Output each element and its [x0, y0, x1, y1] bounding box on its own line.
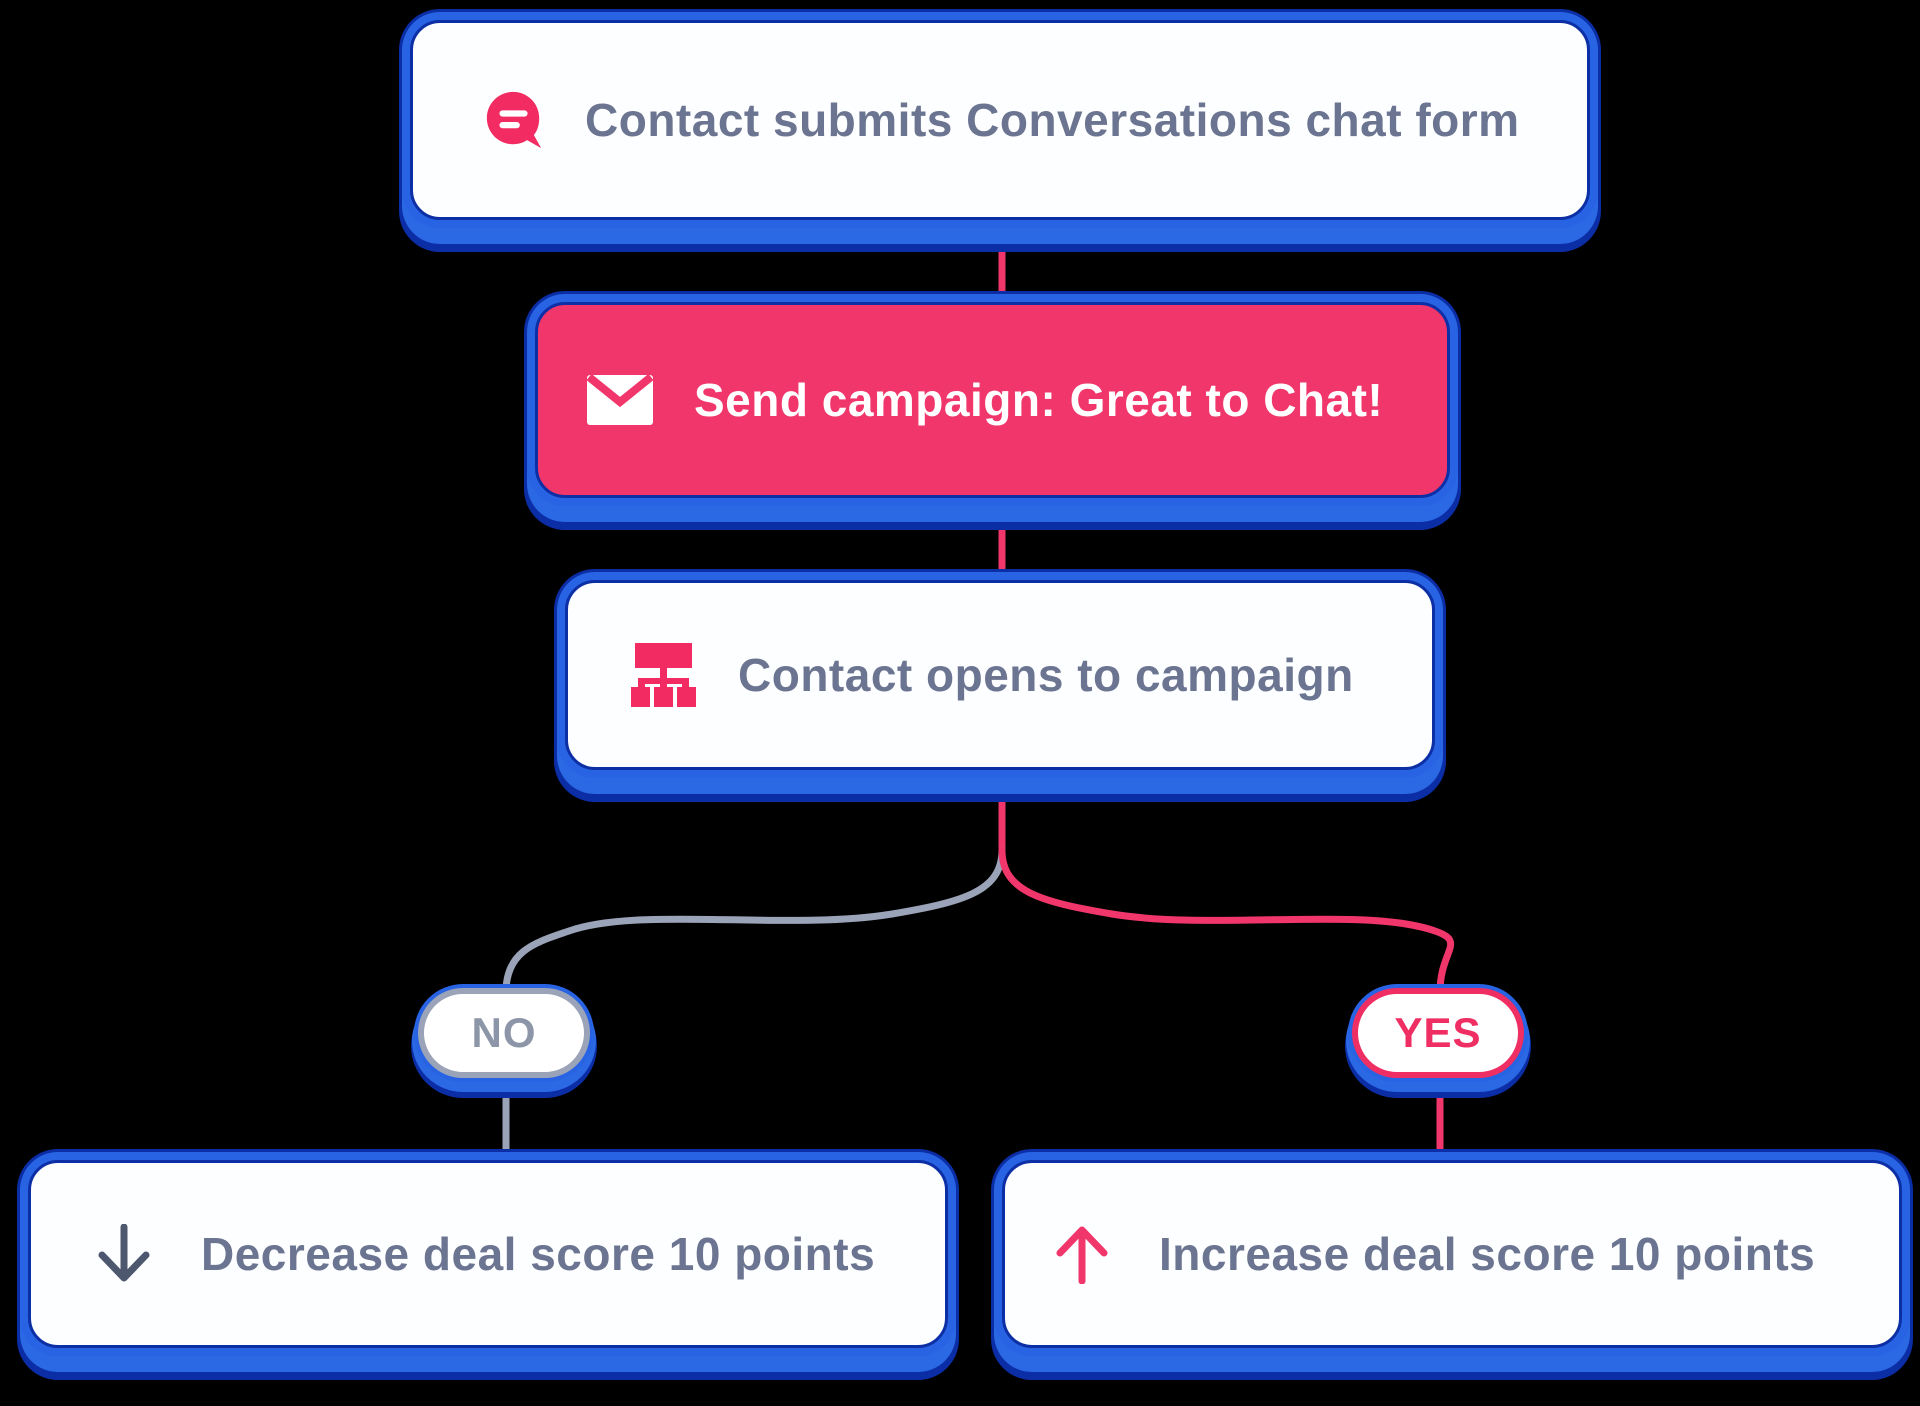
branch-curve-yes [998, 846, 1455, 996]
trigger-label: Contact submits Conversations chat form [585, 94, 1520, 146]
branch-yes-pill[interactable]: YES [1352, 988, 1524, 1078]
branch-curve-no [502, 846, 1006, 996]
branch-no-label: NO [471, 1009, 537, 1056]
condition-label: Contact opens to campaign [738, 649, 1354, 701]
decrease-score-node[interactable]: Decrease deal score 10 points [28, 1160, 948, 1348]
send-campaign-label: Send campaign: Great to Chat! [694, 374, 1384, 426]
trigger-node-chat-form[interactable]: Contact submits Conversations chat form [410, 20, 1590, 220]
branch-yes-label: YES [1394, 1009, 1482, 1056]
envelope-icon [586, 374, 654, 426]
decrease-score-label: Decrease deal score 10 points [201, 1228, 876, 1280]
arrow-down-icon [97, 1224, 151, 1284]
arrow-up-icon [1055, 1224, 1109, 1284]
condition-node-opens-campaign[interactable]: Contact opens to campaign [565, 580, 1435, 770]
increase-score-label: Increase deal score 10 points [1159, 1228, 1816, 1280]
sitemap-icon [628, 643, 698, 707]
chat-bubble-icon [483, 89, 545, 151]
branch-no-pill[interactable]: NO [418, 988, 590, 1078]
increase-score-node[interactable]: Increase deal score 10 points [1002, 1160, 1902, 1348]
send-campaign-node[interactable]: Send campaign: Great to Chat! [535, 302, 1450, 498]
